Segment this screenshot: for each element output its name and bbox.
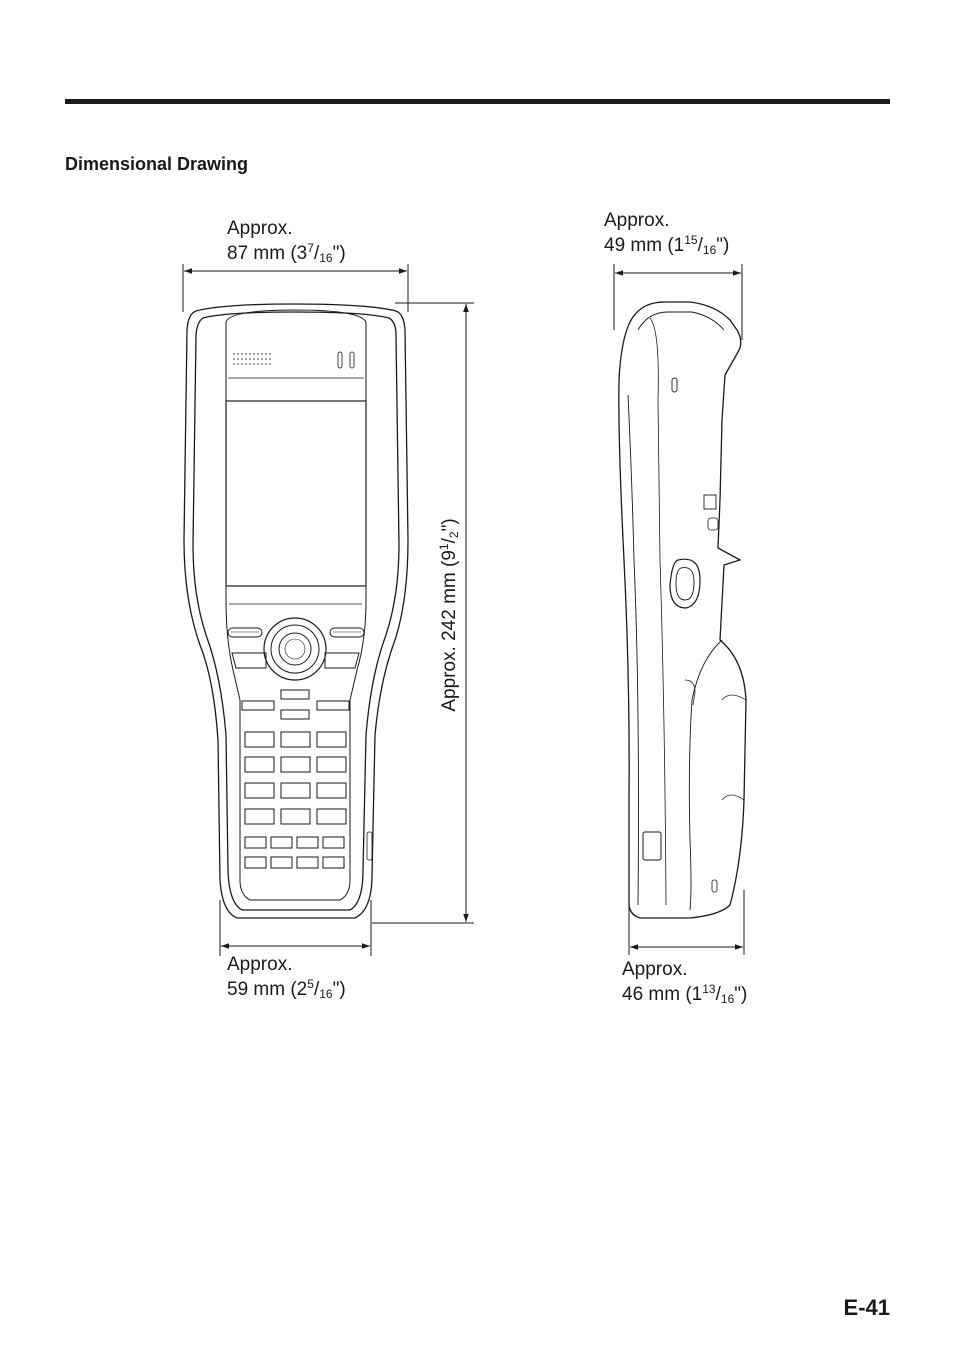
side-dimension-lines: [613, 264, 745, 955]
side-key-left: [231, 652, 267, 669]
side-inner-contour: [627, 311, 725, 906]
function-key-right: [316, 700, 350, 711]
indicator-led: [337, 351, 343, 369]
scan-trigger-button: [263, 617, 327, 681]
front-dimension-lines: [182, 264, 474, 956]
front-width-bottom-prefix: Approx.: [227, 954, 293, 975]
front-inner-shell: [192, 311, 400, 911]
side-depth-bottom-value: 46 mm (113/16"): [622, 982, 748, 1006]
soft-key-right: [329, 627, 365, 638]
side-depth-top-prefix: Approx.: [604, 210, 670, 231]
soft-key-left: [227, 627, 263, 638]
side-vent: [671, 377, 678, 393]
page-number: E-41: [843, 1295, 890, 1320]
side-depth-bottom-label: Approx. 46 mm (113/16"): [622, 957, 747, 1007]
cursor-key-down: [280, 709, 310, 720]
side-port: [642, 831, 662, 861]
side-connector: [366, 831, 373, 861]
side-depth-top-value: 49 mm (115/16"): [604, 233, 730, 257]
front-width-top-label: Approx. 87 mm (37/16"): [227, 216, 346, 266]
indicator-led: [349, 351, 355, 369]
side-grip-button: [669, 558, 701, 609]
front-face-plate: [225, 309, 367, 901]
side-depth-top-label: Approx. 49 mm (115/16"): [604, 208, 729, 258]
front-width-bottom-label: Approx. 59 mm (25/16"): [227, 952, 346, 1002]
front-width-bottom-value: 59 mm (25/16"): [227, 977, 346, 1001]
numeric-keypad: [244, 731, 347, 869]
side-key-right: [324, 652, 360, 669]
cursor-key-up: [280, 689, 310, 700]
side-view-device: [618, 301, 747, 919]
top-rule: [65, 99, 890, 104]
speaker-grille: [233, 353, 272, 365]
function-key-left: [241, 700, 275, 711]
side-latch: [703, 494, 717, 510]
front-width-top-value: 87 mm (37/16"): [227, 241, 346, 265]
side-outer-shell: [618, 301, 747, 919]
section-title: Dimensional Drawing: [65, 154, 249, 174]
front-outer-shell: [183, 303, 409, 919]
display-screen: [225, 400, 367, 587]
front-view-device: [183, 303, 409, 919]
side-depth-bottom-prefix: Approx.: [622, 959, 688, 980]
front-width-top-prefix: Approx.: [227, 218, 293, 239]
